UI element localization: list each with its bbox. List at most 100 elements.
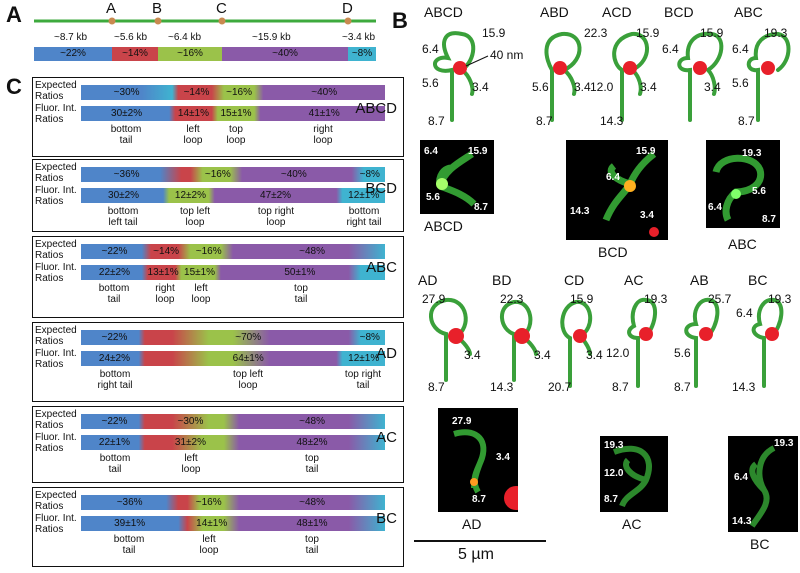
micro-number: 8.7 — [472, 494, 486, 505]
site-label-c: C — [216, 0, 227, 17]
segment-label: right loop — [313, 124, 333, 146]
expected-value: ~48% — [299, 246, 325, 257]
length-number: 8.7 — [612, 380, 629, 394]
schematic-label: AC — [624, 272, 644, 288]
micro-number: 8.7 — [474, 202, 488, 213]
site-label-b: B — [152, 0, 163, 17]
segment-label: bottom left tail — [107, 206, 139, 228]
micrograph-caption: AD — [462, 516, 482, 532]
segment-label: top left loop — [179, 206, 211, 228]
length-number: 3.4 — [464, 348, 481, 362]
fluor-bar: 24±2% 64±1% 12±1% — [81, 351, 385, 366]
expected-bar: ~22% ~14% ~16% ~48% — [81, 244, 385, 259]
nm-label: 40 nm — [490, 48, 524, 62]
length-number: 20.7 — [548, 380, 572, 394]
micro-number: 19.3 — [742, 148, 762, 159]
expected-bar: ~22% ~30% ~48% — [81, 414, 385, 429]
segment-bar: ~14% — [112, 47, 158, 61]
scale-bar — [414, 540, 546, 542]
micrograph-signal — [436, 151, 477, 207]
expected-value: ~8% — [359, 169, 380, 180]
construct-name: ABCD — [355, 100, 397, 117]
length-number: 6.4 — [422, 42, 439, 56]
length-number: 3.4 — [534, 348, 551, 362]
fluor-label: Fluor. Int. Ratios — [35, 348, 77, 370]
expected-value: ~14% — [153, 246, 180, 257]
micro-number: 14.3 — [732, 516, 752, 527]
segment-label: bottom right tail — [97, 369, 133, 391]
micrograph-caption: BCD — [598, 244, 628, 260]
segment-bar: ~40% — [222, 47, 348, 61]
micrograph-abcd: 6.4 15.9 5.6 8.7 — [420, 140, 494, 214]
segment-label: bottom tail — [98, 283, 130, 305]
fluor-value: 12±1% — [348, 190, 380, 201]
segment-label: bottom tail — [110, 124, 142, 146]
length-number: 15.9 — [482, 26, 506, 40]
schematic-label: ABC — [734, 4, 763, 20]
micrograph-caption: ABCD — [424, 218, 463, 234]
ratio-box-abc: Expected Ratios Fluor. Int. Ratios ~22% … — [32, 236, 404, 318]
expected-value: ~22% — [101, 416, 128, 427]
length-number: 6.4 — [662, 42, 679, 56]
length-label: ~15.9 kb — [252, 32, 291, 43]
panel-a-letter: A — [6, 2, 22, 27]
micrograph-signal — [612, 445, 652, 508]
micrograph-signal — [712, 154, 765, 222]
length-number: 6.4 — [732, 42, 749, 56]
expected-label: Expected Ratios — [35, 409, 77, 431]
segment-label: top tail — [294, 283, 308, 305]
segment-bar: ~8% — [348, 47, 376, 61]
length-label: ~6.4 kb — [168, 32, 202, 43]
expected-bar: ~30% ~14% ~16% ~40% — [81, 85, 385, 100]
segment-label: left loop — [191, 283, 211, 305]
fluor-value: 15±1% — [184, 267, 216, 278]
length-number: 3.4 — [640, 80, 657, 94]
micro-number: 8.7 — [762, 214, 776, 225]
fluor-label: Fluor. Int. Ratios — [35, 513, 77, 535]
micrograph-caption: ABC — [728, 236, 757, 252]
expected-value: ~16% — [226, 87, 253, 98]
expected-label: Expected Ratios — [35, 80, 77, 102]
expected-value: ~16% — [204, 169, 231, 180]
segment-label: left loop — [199, 534, 219, 556]
length-number: 5.6 — [674, 346, 691, 360]
micro-number: 6.4 — [606, 172, 620, 183]
length-number: 5.6 — [422, 76, 439, 90]
segment-label: top right loop — [257, 206, 295, 228]
micro-number: 5.6 — [752, 186, 766, 197]
length-number: 19.3 — [764, 26, 788, 40]
expected-bar: ~36% ~16% ~40% ~8% — [81, 167, 385, 182]
micro-number: 3.4 — [640, 210, 654, 221]
expected-value: ~22% — [101, 246, 128, 257]
fluor-value: 12±1% — [348, 353, 380, 364]
length-number: 8.7 — [674, 380, 691, 394]
fluor-bar: 30±2% 14±1% 15±1% 41±1% — [81, 106, 385, 121]
micro-number: 14.3 — [570, 206, 590, 217]
segment-label: left loop — [181, 453, 201, 475]
expected-value: ~40% — [280, 169, 307, 180]
row1-schematics — [433, 31, 791, 122]
fluor-value: 15±1% — [220, 108, 252, 119]
micrograph-ac: 19.3 12.0 8.7 — [600, 436, 668, 512]
length-number: 12.0 — [590, 80, 614, 94]
expected-value: ~70% — [235, 332, 262, 343]
fluor-value: 13±1% — [147, 267, 179, 278]
panel-c-letter: C — [6, 74, 22, 99]
fluor-value: 12±2% — [174, 190, 206, 201]
expected-value: ~16% — [195, 497, 222, 508]
micrograph-caption: BC — [750, 536, 770, 552]
construct-name: AD — [376, 345, 397, 362]
micro-number: 6.4 — [424, 146, 438, 157]
schematic-label: BCD — [664, 4, 694, 20]
micro-number: 5.6 — [426, 192, 440, 203]
schematic-label: CD — [564, 272, 585, 288]
fluor-value: 41±1% — [308, 108, 340, 119]
expected-value: ~40% — [311, 87, 338, 98]
length-number: 8.7 — [428, 380, 445, 394]
length-number: 15.9 — [636, 26, 660, 40]
expected-label: Expected Ratios — [35, 162, 77, 184]
fluor-bar: 39±1% 14±1% 48±1% — [81, 516, 385, 531]
schematic-label: BC — [748, 272, 768, 288]
fluor-value: 30±2% — [108, 190, 140, 201]
segment-label: top right tail — [344, 369, 382, 391]
